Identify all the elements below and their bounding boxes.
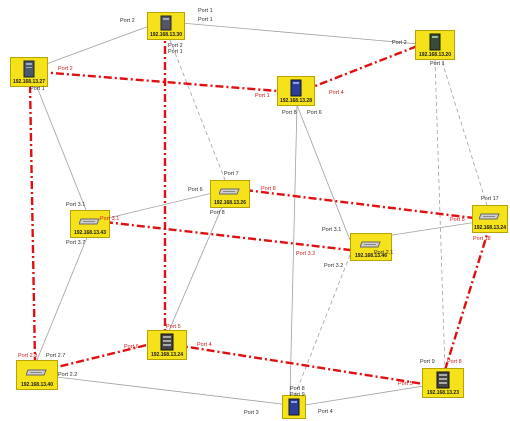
port-label: Port 2	[58, 66, 73, 72]
port-label: Port 3.2	[324, 263, 344, 269]
port-label: Port 1	[255, 93, 270, 99]
port-label: Port 2	[120, 18, 135, 24]
port-label: Port 4	[329, 90, 344, 96]
node-ip-label: 192.168.13.46	[355, 253, 387, 259]
node-ip-label: 192.168.13.27	[13, 79, 45, 85]
critical-link[interactable]	[304, 43, 421, 92]
port-label: Port 5	[166, 324, 181, 330]
node-ip-label: 192.168.13.28	[280, 98, 312, 104]
node-ip-label: 192.168.13.30	[150, 32, 182, 38]
port-label: Port 8	[282, 110, 297, 116]
port-label: Port 5	[398, 381, 413, 387]
device-node[interactable]: 192.168.13.20	[415, 30, 455, 60]
port-label: Port 18	[473, 236, 491, 242]
port-label: Port 6	[188, 187, 203, 193]
port-label: Port 7	[224, 171, 239, 177]
port-label: Port 3.1	[100, 216, 120, 222]
port-label: Port 6	[307, 110, 322, 116]
link[interactable]	[99, 189, 226, 221]
port-label: Port 8	[290, 386, 305, 392]
port-label: Port 3.1	[322, 227, 342, 233]
device-node[interactable]: 192.168.13.23	[422, 368, 464, 398]
port-label: Port 1	[198, 17, 213, 23]
critical-link[interactable]	[174, 343, 431, 387]
port-label: Port 1	[168, 49, 183, 55]
link[interactable]	[39, 374, 291, 406]
device-node[interactable]: 192.168.13.27	[10, 57, 48, 87]
link[interactable]	[304, 384, 431, 406]
port-label: Port 3	[244, 410, 259, 416]
device-node[interactable]: 192.168.13.24	[147, 330, 187, 360]
port-label: Port 6	[124, 344, 139, 350]
link[interactable]	[439, 54, 491, 216]
port-label: Port 2.1	[374, 250, 394, 256]
device-node[interactable]: 192.168.13.46	[350, 233, 392, 261]
link[interactable]	[34, 81, 91, 221]
server-tower-icon	[429, 33, 441, 51]
link[interactable]	[29, 21, 161, 71]
device-node[interactable]: 192.168.13.26	[210, 180, 250, 208]
port-label: Port 2	[392, 40, 407, 46]
node-ip-label: 192.168.13.24	[474, 225, 506, 231]
server-rack-icon	[160, 333, 174, 351]
link[interactable]	[294, 99, 351, 241]
link[interactable]	[289, 104, 298, 396]
port-label: Port 2.8	[18, 353, 38, 359]
port-label: Port 17	[481, 196, 499, 202]
port-label: Port 8	[450, 217, 465, 223]
critical-link[interactable]	[244, 188, 491, 222]
server-rack-icon	[436, 371, 450, 389]
device-node[interactable]: 192.168.13.30	[147, 12, 185, 40]
port-label: Port 9	[420, 359, 435, 365]
port-label: Port 8	[210, 210, 225, 216]
port-label: Port 4	[197, 342, 212, 348]
link[interactable]	[169, 21, 431, 46]
network-switch-icon	[219, 188, 240, 195]
critical-link[interactable]	[443, 224, 492, 371]
port-label: Port 8	[447, 359, 462, 365]
link[interactable]	[164, 199, 226, 341]
device-node[interactable]: 192.168.13.24	[472, 205, 508, 233]
port-label: Port 2.7	[46, 353, 66, 359]
node-ip-label: 192.168.13.26	[214, 200, 246, 206]
network-switch-icon	[479, 213, 500, 220]
server-tower-icon	[288, 398, 300, 416]
link[interactable]	[294, 254, 351, 396]
server-tower-icon	[23, 60, 35, 78]
node-ip-label: 192.168.13.40	[21, 382, 53, 388]
port-label: Port 2.2	[58, 372, 78, 378]
device-node[interactable]: 192.168.13.28	[277, 76, 315, 106]
node-ip-label: 192.168.13.24	[151, 352, 183, 358]
port-label: Port 3.1	[66, 202, 86, 208]
node-ip-label: 192.168.13.23	[427, 390, 459, 396]
port-label: Port 1	[30, 86, 45, 92]
critical-link[interactable]	[28, 84, 37, 361]
port-label: Port 8	[261, 186, 276, 192]
node-ip-label: 192.168.13.43	[74, 230, 106, 236]
port-label: Port 1	[198, 8, 213, 14]
node-ip-label: 192.168.13.20	[419, 52, 451, 58]
device-node[interactable]	[282, 395, 306, 419]
port-label: Port 3.2	[296, 251, 316, 257]
network-switch-icon	[360, 241, 381, 248]
critical-link[interactable]	[104, 220, 351, 252]
port-label: Port 3.7	[66, 240, 86, 246]
critical-link[interactable]	[44, 341, 156, 372]
port-label: Port 4	[318, 409, 333, 415]
port-label: Port 9	[290, 392, 305, 398]
device-node[interactable]: 192.168.13.43	[70, 210, 110, 238]
port-label: Port 1	[430, 61, 445, 67]
port-label: Port 2	[168, 43, 183, 49]
network-switch-icon	[26, 369, 47, 376]
server-tower-icon	[160, 15, 172, 31]
link[interactable]	[169, 39, 226, 181]
server-tower-icon	[290, 79, 302, 97]
network-switch-icon	[79, 218, 100, 225]
critical-link[interactable]	[39, 70, 291, 94]
device-node[interactable]: 192.168.13.40	[16, 360, 58, 390]
link[interactable]	[34, 229, 91, 366]
